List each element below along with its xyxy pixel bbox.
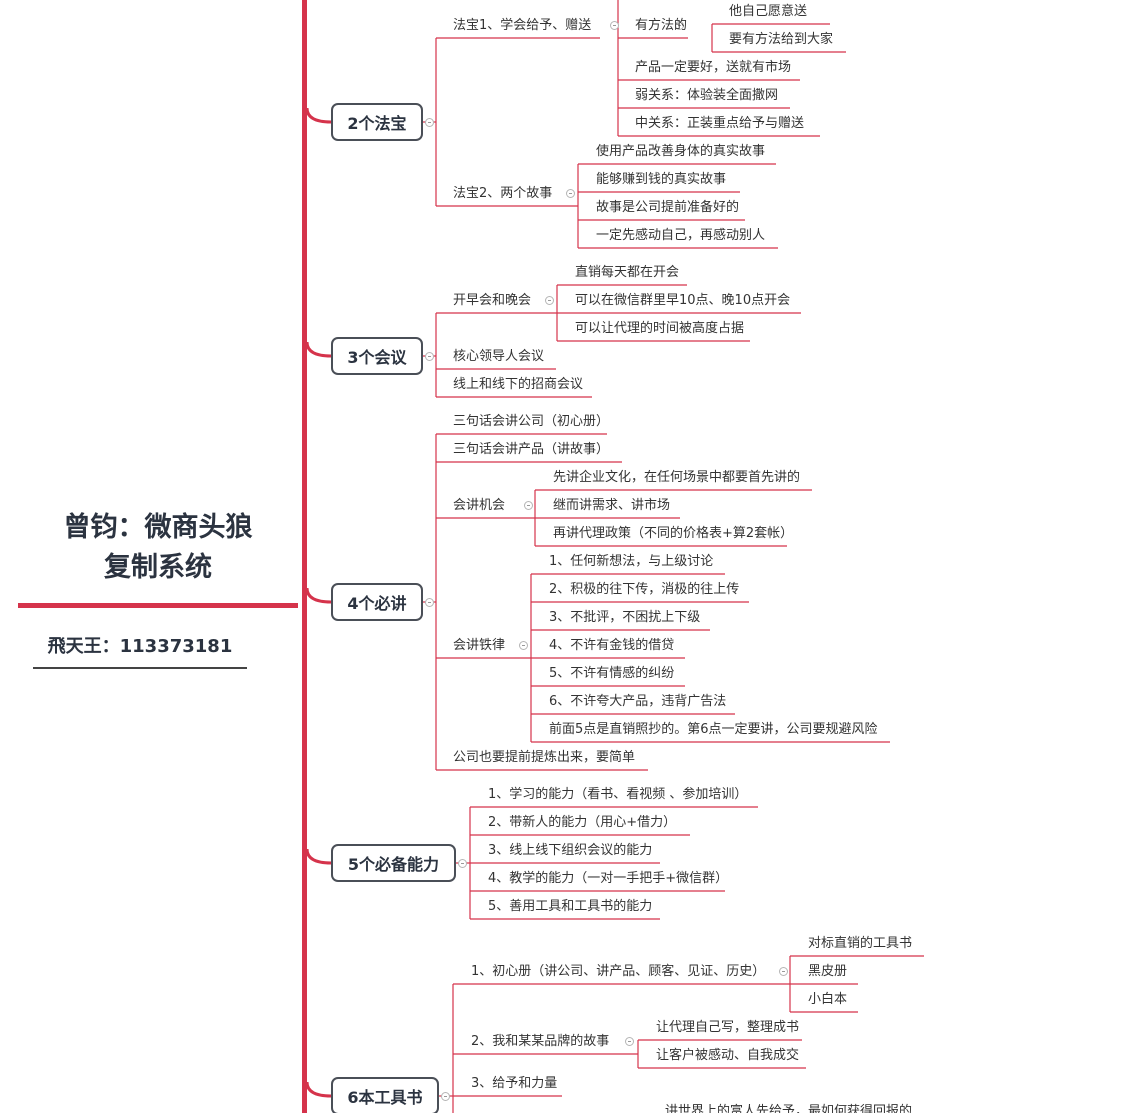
node-bj4-6[interactable]: 6、不许夸大产品，违背广告法 bbox=[549, 694, 727, 709]
node-hy1-1[interactable]: 直销每天都在开会 bbox=[575, 265, 680, 280]
collapse-icon[interactable] bbox=[425, 352, 434, 361]
node-gj1-1[interactable]: 对标直销的工具书 bbox=[808, 936, 913, 951]
topic-link bbox=[305, 587, 332, 604]
node-nl2[interactable]: 2、带新人的能力（用心+借力） bbox=[488, 815, 677, 830]
node-gj2-2[interactable]: 让客户被感动、自我成交 bbox=[656, 1048, 800, 1063]
node-bj4-1[interactable]: 1、任何新想法，与上级讨论 bbox=[549, 554, 714, 569]
topic-link bbox=[305, 341, 332, 358]
node-gj1-2[interactable]: 黑皮册 bbox=[808, 964, 848, 979]
node-nl1[interactable]: 1、学习的能力（看书、看视频 、参加培训） bbox=[488, 787, 748, 802]
topic-2-treasures[interactable]: 2个法宝 bbox=[331, 103, 423, 141]
node-gj1-3[interactable]: 小白本 bbox=[808, 992, 848, 1007]
collapse-icon[interactable] bbox=[458, 859, 467, 868]
node-hy1-3[interactable]: 可以让代理的时间被高度占据 bbox=[575, 321, 745, 336]
topic-3-meetings[interactable]: 3个会议 bbox=[331, 337, 423, 375]
root-subtitle[interactable]: 飛天王：113373181 bbox=[47, 636, 233, 657]
topic-5-abilities[interactable]: 5个必备能力 bbox=[331, 844, 456, 882]
node-bj4[interactable]: 会讲铁律 bbox=[453, 638, 506, 653]
node-gj1[interactable]: 1、初心册（讲公司、讲产品、顾客、见证、历史） bbox=[471, 964, 766, 979]
root-underline bbox=[18, 603, 298, 608]
collapse-icon[interactable] bbox=[519, 641, 528, 650]
node-bj3-1[interactable]: 先讲企业文化，在任何场景中都要首先讲的 bbox=[553, 470, 801, 485]
node-bj3[interactable]: 会讲机会 bbox=[453, 498, 506, 513]
topic-6-toolbooks[interactable]: 6本工具书 bbox=[331, 1077, 439, 1113]
node-fb1-3[interactable]: 弱关系：体验装全面撒网 bbox=[635, 88, 779, 103]
collapse-icon[interactable] bbox=[610, 21, 619, 30]
node-yff-2[interactable]: 要有方法给到大家 bbox=[729, 32, 834, 47]
node-bj4-4[interactable]: 4、不许有金钱的借贷 bbox=[549, 638, 675, 653]
node-gj2[interactable]: 2、我和某某品牌的故事 bbox=[471, 1034, 610, 1049]
node-bj4-7[interactable]: 前面5点是直销照抄的。第6点一定要讲，公司要规避风险 bbox=[549, 722, 878, 737]
root-title-line-1: 曾钧：微商头狼 bbox=[63, 512, 253, 543]
node-fb1[interactable]: 法宝1、学会给予、赠送 bbox=[453, 18, 592, 33]
topic-link bbox=[305, 848, 332, 865]
node-fb2-2[interactable]: 能够赚到钱的真实故事 bbox=[596, 172, 727, 187]
node-nl5[interactable]: 5、善用工具和工具书的能力 bbox=[488, 899, 653, 914]
root-title-line-2: 复制系统 bbox=[104, 552, 212, 583]
node-bj4-5[interactable]: 5、不许有情感的纠纷 bbox=[549, 666, 675, 681]
node-nl4[interactable]: 4、教学的能力（一对一手把手+微信群） bbox=[488, 871, 729, 886]
node-fb2-1[interactable]: 使用产品改善身体的真实故事 bbox=[596, 144, 766, 159]
topic-4-must-speak[interactable]: 4个必讲 bbox=[331, 583, 423, 621]
node-fb2[interactable]: 法宝2、两个故事 bbox=[453, 186, 553, 201]
root-title[interactable]: 曾钧：微商头狼 复制系统 bbox=[20, 508, 296, 588]
node-bj3-2[interactable]: 继而讲需求、讲市场 bbox=[553, 498, 671, 513]
node-bj4-3[interactable]: 3、不批评，不困扰上下级 bbox=[549, 610, 701, 625]
node-fb1-4[interactable]: 中关系：正装重点给予与赠送 bbox=[635, 116, 805, 131]
node-bj4-2[interactable]: 2、积极的往下传，消极的往上传 bbox=[549, 582, 740, 597]
collapse-icon[interactable] bbox=[425, 598, 434, 607]
collapse-icon[interactable] bbox=[566, 189, 575, 198]
node-yff-1[interactable]: 他自己愿意送 bbox=[729, 4, 808, 19]
main-branch-spine bbox=[302, 0, 307, 1113]
topic-link bbox=[305, 107, 332, 124]
collapse-icon[interactable] bbox=[779, 967, 788, 976]
collapse-icon[interactable] bbox=[441, 1092, 450, 1101]
collapse-icon[interactable] bbox=[545, 296, 554, 305]
collapse-icon[interactable] bbox=[524, 501, 533, 510]
node-hy1-2[interactable]: 可以在微信群里早10点、晚10点开会 bbox=[575, 293, 791, 308]
node-nl3[interactable]: 3、线上线下组织会议的能力 bbox=[488, 843, 653, 858]
node-gj3-1[interactable]: 讲世界上的富人先给予，最如何获得回报的 bbox=[665, 1104, 913, 1113]
node-yff[interactable]: 有方法的 bbox=[635, 18, 688, 33]
topic-link bbox=[305, 1081, 332, 1098]
node-bj3-3[interactable]: 再讲代理政策（不同的价格表+算2套帐） bbox=[553, 526, 794, 541]
collapse-icon[interactable] bbox=[675, 21, 684, 30]
root-subtitle-underline bbox=[33, 667, 247, 669]
node-gj3[interactable]: 3、给予和力量 bbox=[471, 1076, 558, 1091]
collapse-icon[interactable] bbox=[425, 118, 434, 127]
node-bj5[interactable]: 公司也要提前提炼出来，要简单 bbox=[453, 750, 636, 765]
node-fb2-4[interactable]: 一定先感动自己，再感动别人 bbox=[596, 228, 766, 243]
node-fb1-2[interactable]: 产品一定要好，送就有市场 bbox=[635, 60, 792, 75]
node-bj2[interactable]: 三句话会讲产品（讲故事） bbox=[453, 442, 610, 457]
node-hy3[interactable]: 线上和线下的招商会议 bbox=[453, 377, 584, 392]
node-gj2-1[interactable]: 让代理自己写，整理成书 bbox=[656, 1020, 800, 1035]
node-fb2-3[interactable]: 故事是公司提前准备好的 bbox=[596, 200, 740, 215]
node-hy2[interactable]: 核心领导人会议 bbox=[453, 349, 545, 364]
node-hy1[interactable]: 开早会和晚会 bbox=[453, 293, 532, 308]
collapse-icon[interactable] bbox=[625, 1037, 634, 1046]
node-bj1[interactable]: 三句话会讲公司（初心册） bbox=[453, 414, 610, 429]
